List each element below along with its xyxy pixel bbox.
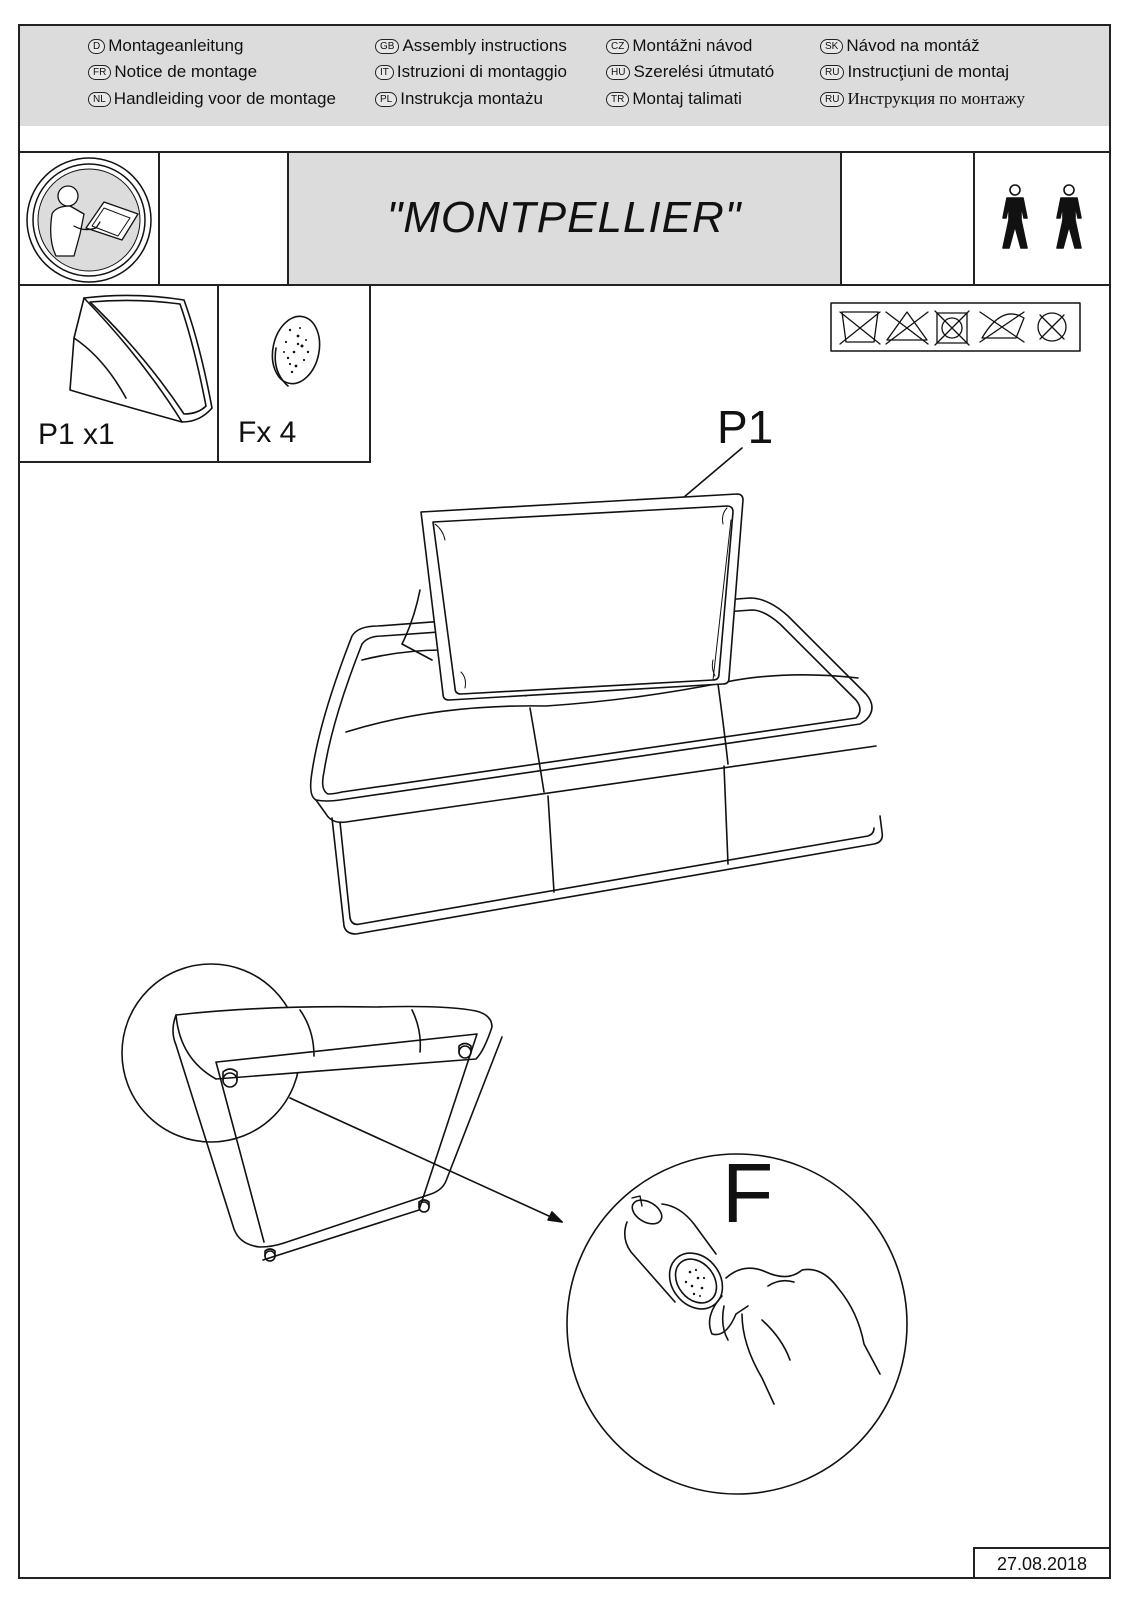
- product-title: "MONTPELLIER": [386, 193, 742, 242]
- p1-callout-label: P1: [717, 401, 774, 453]
- language-band: [20, 26, 1109, 126]
- print-date: 27.08.2018: [996, 1553, 1088, 1574]
- detail-f-illustration: [566, 1153, 908, 1495]
- read-manual-icon: [26, 157, 152, 283]
- header-divider-2: [287, 151, 289, 285]
- part-fx-label: Fx 4: [238, 416, 297, 449]
- f-detail-label: F: [722, 1146, 774, 1240]
- page-frame: [18, 24, 1111, 1579]
- header-divider-3: [840, 151, 842, 285]
- underside-illustration: [121, 963, 503, 1262]
- p1-part-thumbnail: [69, 294, 213, 423]
- felt-pad-thumbnail: [271, 315, 321, 387]
- detail-arrow: [289, 1097, 563, 1223]
- parts-divider-1: [217, 285, 219, 462]
- product-title-box: "MONTPELLIER": [288, 152, 840, 284]
- two-persons-icon: [1002, 184, 1082, 249]
- header-bottom-divider: [18, 284, 1111, 286]
- care-symbols-icon: [830, 302, 1081, 352]
- header-divider-4: [973, 151, 975, 285]
- header-divider-1: [158, 151, 160, 285]
- part-p1-label: P1 x1: [38, 418, 115, 451]
- date-box: 27.08.2018: [973, 1547, 1109, 1579]
- ottoman-illustration: [309, 493, 884, 935]
- parts-bottom: [18, 461, 371, 463]
- parts-divider-2: [369, 285, 371, 462]
- header-top-divider: [18, 151, 1111, 153]
